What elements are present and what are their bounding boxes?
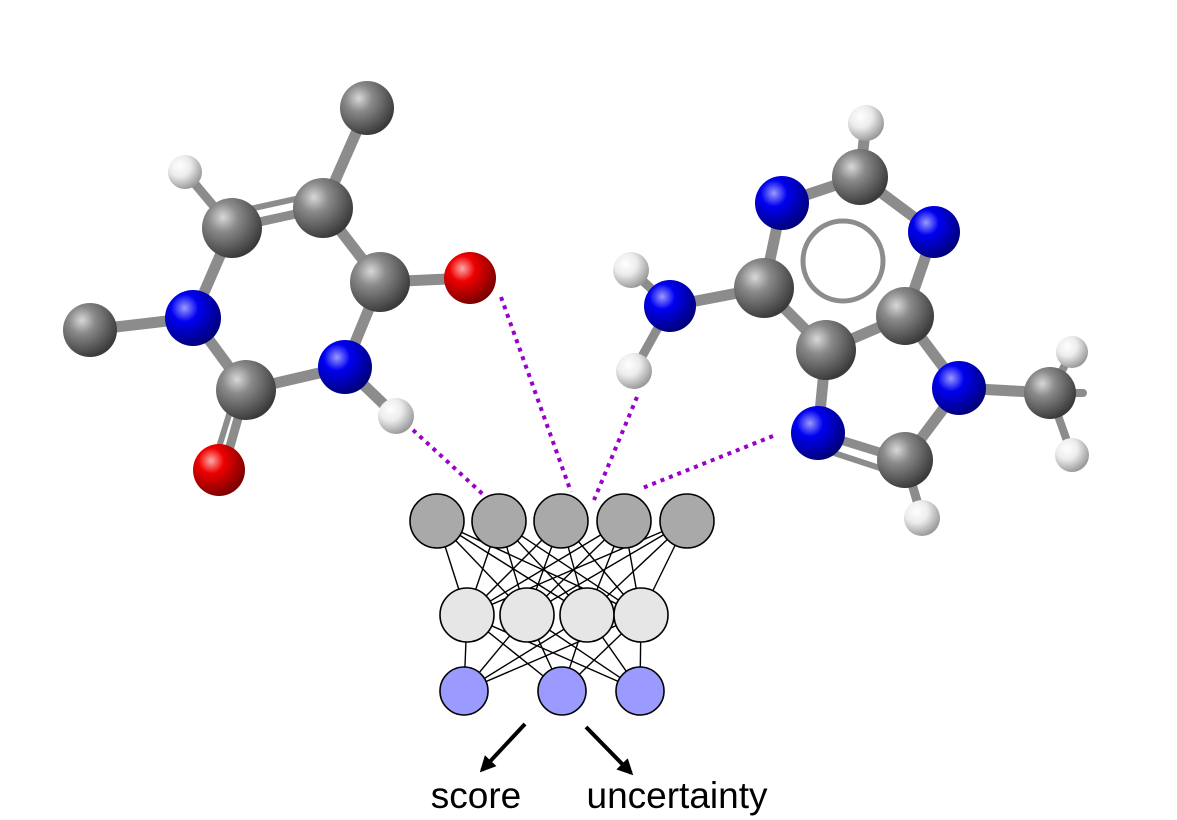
atom-carbon — [340, 81, 394, 135]
network-node-layer2 — [439, 587, 495, 643]
atom-carbon — [734, 258, 794, 318]
network-edge — [498, 520, 642, 616]
connector-line — [639, 434, 774, 491]
atom-nitrogen — [791, 406, 845, 460]
network-node-layer2 — [559, 587, 615, 643]
atom-carbon — [1024, 367, 1076, 419]
network-nodes — [409, 493, 715, 716]
atom-nitrogen — [318, 340, 372, 394]
atom-carbon — [832, 149, 888, 205]
right-molecule-atoms — [613, 105, 1089, 536]
network-node-layer1 — [659, 493, 715, 549]
network-node-layer1 — [533, 493, 589, 549]
left-molecule — [63, 81, 496, 496]
atom-carbon — [202, 198, 262, 258]
connector-line — [499, 296, 573, 493]
atom-nitrogen — [165, 290, 221, 346]
atom-hydrogen — [848, 105, 884, 141]
network-edge — [466, 520, 688, 616]
atom-hydrogen — [378, 398, 414, 434]
network-node-layer3 — [439, 666, 489, 716]
atom-carbon — [876, 287, 934, 345]
connector-line — [411, 428, 489, 500]
atom-oxygen — [444, 252, 496, 304]
atom-carbon — [216, 360, 276, 420]
atom-nitrogen — [932, 361, 986, 415]
right-molecule — [613, 105, 1089, 536]
network-edge — [436, 520, 588, 616]
atom-nitrogen — [755, 176, 809, 230]
atom-hydrogen — [1055, 438, 1089, 472]
score-label: score — [431, 775, 521, 816]
neural-network — [409, 493, 715, 716]
network-node-layer3 — [615, 666, 665, 716]
atom-hydrogen — [1056, 336, 1088, 368]
network-edge — [466, 520, 625, 616]
atom-oxygen — [193, 444, 245, 496]
atom-carbon — [293, 178, 353, 238]
score-arrow — [479, 722, 527, 773]
network-node-layer1 — [471, 493, 527, 549]
uncertainty-label: uncertainty — [587, 775, 768, 816]
interaction-connectors — [411, 296, 774, 501]
atom-carbon — [877, 432, 933, 488]
atom-carbon — [796, 320, 856, 380]
atom-carbon — [63, 303, 117, 357]
output-arrows — [479, 722, 634, 776]
left-molecule-atoms — [63, 81, 496, 496]
atom-hydrogen — [616, 353, 652, 389]
connector-line — [592, 396, 639, 501]
network-node-layer2 — [499, 587, 555, 643]
network-edge — [526, 520, 688, 616]
network-node-layer3 — [537, 666, 587, 716]
network-node-layer1 — [409, 493, 465, 549]
atom-hydrogen — [904, 500, 940, 536]
atom-carbon — [350, 252, 410, 312]
network-node-layer1 — [596, 493, 652, 549]
atom-nitrogen — [644, 280, 696, 332]
atom-hydrogen — [168, 155, 202, 189]
network-node-layer2 — [613, 587, 669, 643]
atom-hydrogen — [613, 252, 649, 288]
atom-nitrogen — [908, 206, 960, 258]
uncertainty-arrow — [584, 725, 634, 776]
